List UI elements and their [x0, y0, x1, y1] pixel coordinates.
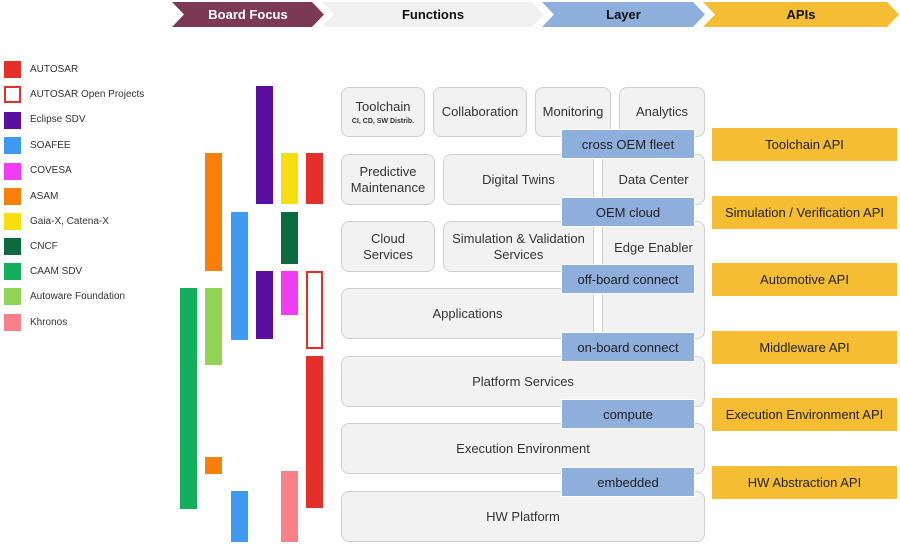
bar-autosar-upper: [306, 153, 323, 204]
api-middleware: Middleware API: [712, 331, 897, 364]
bar-gaia-x: [281, 153, 298, 204]
bar-asam-lower: [205, 457, 222, 474]
legend-label-covesa: COVESA: [30, 165, 72, 176]
function-toolchain-label: Toolchain: [355, 98, 411, 114]
legend-label-autosar: AUTOSAR: [30, 64, 79, 75]
api-simulation-verification: Simulation / Verification API: [712, 196, 897, 229]
legend-label-eclipse-sdv: Eclipse SDV: [30, 114, 86, 125]
function-edge-enabler-label: Edge Enabler: [614, 240, 693, 255]
bar-autosar-open-projects: [306, 271, 323, 349]
bar-autoware: [205, 288, 222, 365]
function-toolchain: Toolchain CI, CD, SW Distrib.: [341, 87, 425, 137]
legend-swatch-soafee: [4, 137, 21, 154]
function-hw-platform-label: HW Platform: [486, 508, 560, 524]
function-analytics-label: Analytics: [635, 104, 689, 119]
layer-on-board-connect: on-board connect: [561, 332, 695, 362]
function-collaboration: Collaboration: [433, 87, 527, 137]
function-platform-services-label: Platform Services: [472, 373, 574, 389]
legend-swatch-autosar-open-projects: [4, 86, 21, 103]
function-monitoring-label: Monitoring: [542, 104, 604, 119]
legend-label-cncf: CNCF: [30, 241, 58, 252]
api-toolchain: Toolchain API: [712, 128, 897, 161]
layer-embedded: embedded: [561, 467, 695, 497]
header-layer: Layer: [542, 2, 705, 27]
bar-autosar-lower: [306, 356, 323, 508]
legend-label-khronos: Khronos: [30, 317, 68, 328]
layer-off-board-connect: off-board connect: [561, 264, 695, 294]
function-execution-environment-label: Execution Environment: [456, 440, 590, 456]
legend-swatch-asam: [4, 188, 21, 205]
legend-swatch-caam-sdv: [4, 263, 21, 280]
header-board-focus: Board Focus: [172, 2, 324, 27]
function-data-center: Data Center: [602, 154, 705, 205]
function-simulation-validation: Simulation & Validation Services: [443, 221, 594, 272]
legend-label-soafee: SOAFEE: [30, 140, 71, 151]
layer-compute: compute: [561, 399, 695, 429]
function-hw-platform: HW Platform: [341, 491, 705, 542]
bar-eclipse-sdv-lower: [256, 271, 273, 339]
legend-swatch-gaia-x: [4, 213, 21, 230]
bar-soafee-lower: [231, 491, 248, 542]
function-toolchain-sublabel: CI, CD, SW Distrib.: [351, 117, 415, 125]
bar-caam-sdv: [180, 288, 197, 509]
function-data-center-label: Data Center: [618, 171, 689, 187]
bar-asam-upper: [205, 153, 222, 271]
function-applications-label: Applications: [432, 305, 503, 321]
bar-khronos: [281, 471, 298, 542]
function-cloud-services: Cloud Services: [341, 221, 435, 272]
legend-label-caam-sdv: CAAM SDV: [30, 266, 83, 277]
function-digital-twins-label: Digital Twins: [482, 171, 555, 187]
function-analytics: Analytics: [619, 87, 705, 137]
layer-cross-oem-fleet: cross OEM fleet: [561, 129, 695, 159]
legend-swatch-autoware: [4, 288, 21, 305]
api-execution-environment: Execution Environment API: [712, 398, 897, 431]
header-functions: Functions: [322, 2, 544, 27]
bar-eclipse-sdv-upper: [256, 86, 273, 204]
bar-soafee-upper: [231, 212, 248, 340]
legend-label-gaia-x: Gaia-X, Catena-X: [30, 216, 109, 227]
header-apis: APIs: [703, 2, 899, 27]
legend-label-autosar-open-projects: AUTOSAR Open Projects: [30, 89, 145, 100]
function-platform-services: Platform Services: [341, 356, 705, 407]
function-predictive-maintenance: Predictive Maintenance: [341, 154, 435, 205]
function-execution-environment: Execution Environment: [341, 423, 705, 474]
layer-oem-cloud: OEM cloud: [561, 197, 695, 227]
legend-swatch-khronos: [4, 314, 21, 331]
api-automotive: Automotive API: [712, 263, 897, 296]
function-applications: Applications: [341, 288, 594, 339]
function-predictive-maintenance-label: Predictive Maintenance: [350, 163, 426, 195]
function-monitoring: Monitoring: [535, 87, 611, 137]
legend-swatch-cncf: [4, 238, 21, 255]
bar-cncf: [281, 212, 298, 264]
api-hw-abstraction: HW Abstraction API: [712, 466, 897, 499]
function-simulation-validation-label: Simulation & Validation Services: [452, 230, 585, 262]
legend-label-asam: ASAM: [30, 191, 59, 202]
legend-label-autoware: Autoware Foundation: [30, 291, 126, 302]
function-collaboration-label: Collaboration: [441, 104, 519, 119]
function-cloud-services-label: Cloud Services: [363, 230, 413, 262]
legend-swatch-eclipse-sdv: [4, 112, 21, 129]
legend-swatch-autosar: [4, 61, 21, 78]
function-digital-twins: Digital Twins: [443, 154, 594, 205]
legend-swatch-covesa: [4, 163, 21, 180]
bar-covesa: [281, 271, 298, 315]
